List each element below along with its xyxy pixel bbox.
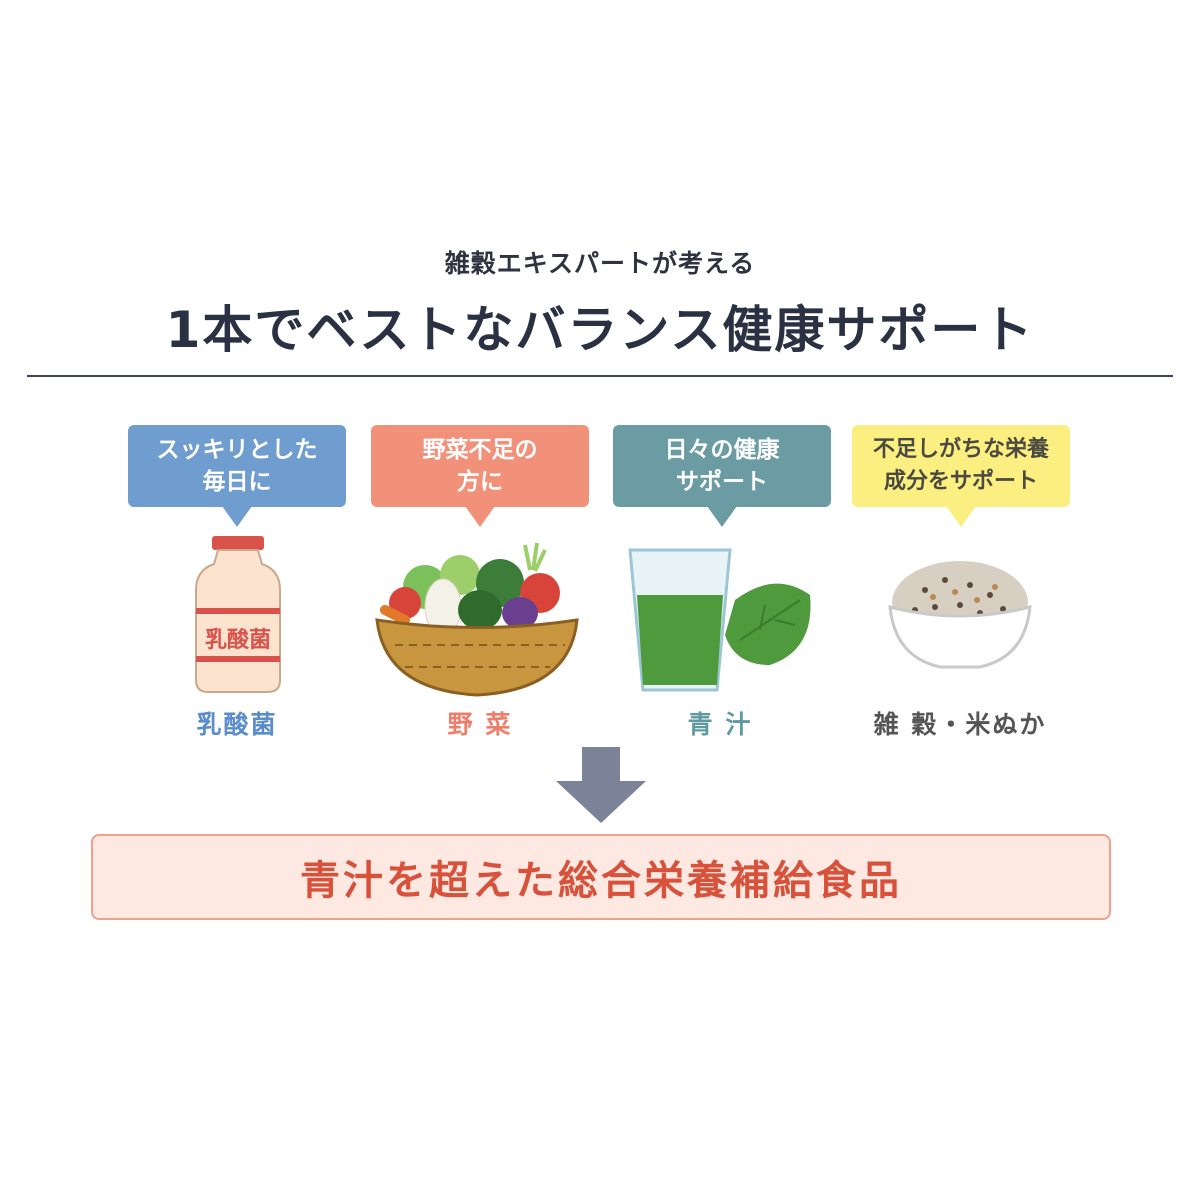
- grain-rice-bowl-icon: [888, 561, 1032, 669]
- label-grains: 雑 穀・米ぬか: [873, 710, 1047, 739]
- label-lactic-acid: 乳酸菌: [196, 710, 278, 739]
- label-vegetables: 野 菜: [447, 710, 513, 739]
- bottle-label: 乳酸菌: [205, 627, 271, 653]
- bubble-aojiru: 日々の健康 サポート: [613, 425, 831, 527]
- down-arrow-icon: [556, 747, 646, 823]
- subtitle: 雑穀エキスパートが考える: [444, 249, 756, 278]
- bubble-vegetables: 野菜不足の 方に: [371, 425, 589, 527]
- title-divider: [27, 375, 1173, 377]
- result-banner: 青汁を超えた総合栄養補給食品: [91, 834, 1111, 920]
- vegetable-basket-icon: [375, 542, 579, 697]
- bubble-grains: 不足しがちな栄養 成分をサポート: [852, 425, 1070, 527]
- aojiru-glass-icon: [628, 548, 811, 692]
- page-title: 1本でベストなバランス健康サポート: [165, 301, 1035, 359]
- result-text: 青汁を超えた総合栄養補給食品: [300, 858, 902, 904]
- lactic-acid-bottle-icon: 乳酸菌: [195, 536, 281, 693]
- bubble-lactic-acid: スッキリとした 毎日に: [128, 425, 346, 527]
- label-aojiru: 青 汁: [687, 710, 753, 739]
